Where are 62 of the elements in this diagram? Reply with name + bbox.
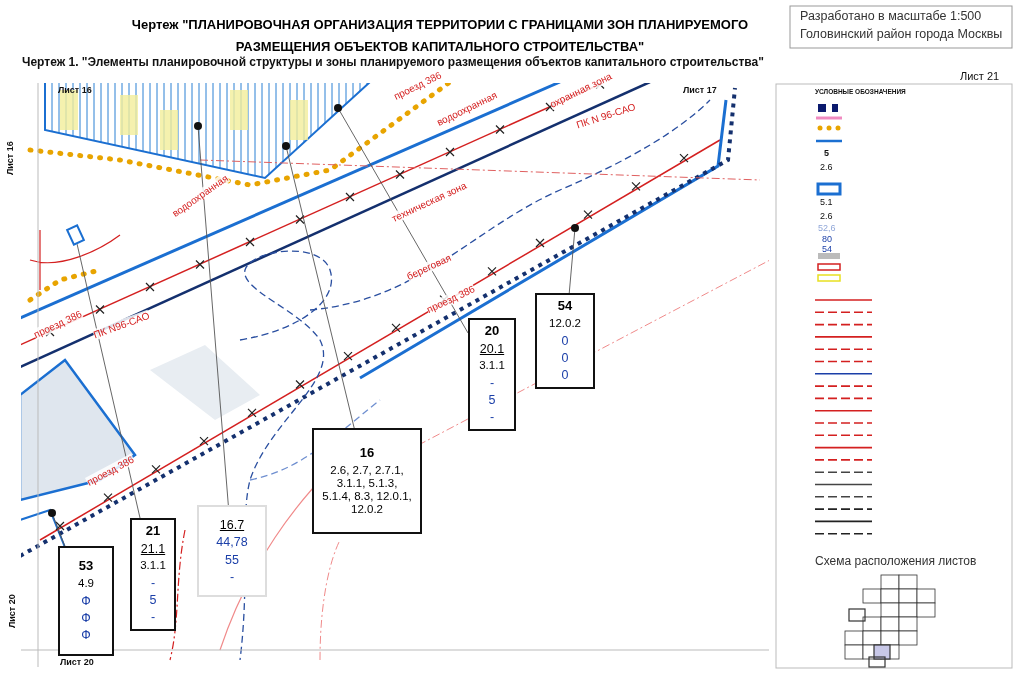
use-code: 4.9 [78, 577, 94, 591]
sheet-number: Лист 21 [960, 70, 1000, 83]
survey-point [334, 104, 342, 112]
zone-number: 54 [557, 299, 573, 315]
parameter-value: - [229, 569, 235, 585]
parameter-value: 0 [561, 368, 569, 383]
leader-line [53, 516, 66, 547]
callout-box [468, 318, 516, 431]
parameter-value: - [150, 575, 156, 590]
survey-point [48, 509, 56, 517]
use-code: 12.0.2 [549, 317, 581, 331]
leader-line [568, 231, 576, 294]
legend-sample-number: 54 [822, 245, 832, 255]
parameter-value: 5 [149, 592, 157, 608]
sheet-reference: Лист 20 [60, 658, 94, 668]
legend-sample-number: 5 [824, 149, 829, 159]
zone-number: 53 [78, 559, 94, 575]
callout-box [58, 546, 114, 656]
legend-sample-number: 80 [822, 235, 832, 245]
scale-note: Разработано в масштабе 1:500 [800, 10, 982, 24]
parameter-value: 0 [561, 333, 569, 348]
legend-heading: Схема расположения листов [815, 555, 977, 569]
use-code: 3.1.1 [140, 559, 166, 573]
callout-box [312, 428, 422, 534]
parameter-value: - [150, 610, 156, 625]
legend-sample-number: 2.6 [820, 212, 833, 222]
zone-number: 16 [359, 445, 375, 461]
leader-line [76, 243, 141, 519]
sheet-reference: Лист 16 [6, 141, 16, 175]
sheet-reference: Лист 17 [683, 86, 717, 96]
parameter-value: 5 [488, 392, 496, 408]
parameter-value: 55 [225, 552, 239, 567]
callout-box [197, 505, 267, 597]
survey-point [194, 122, 202, 130]
parameter-value: 0 [561, 350, 569, 366]
zone-code: 16.7 [219, 517, 245, 533]
subtitle-text: Чертеж 1. "Элементы планировочной структуры и зоны планируемого размещения объектов капитального строительства" [22, 56, 764, 70]
parameter-value: 44,78 [216, 535, 248, 550]
zone-number: 20 [484, 324, 500, 339]
sheet-reference: Лист 20 [8, 594, 18, 628]
sheet-reference: Лист 16 [58, 86, 92, 96]
survey-point [282, 142, 290, 150]
legend-sample-number: 5.1 [820, 198, 833, 208]
leader-line [339, 111, 469, 334]
title-text: Чертеж "ПЛАНИРОВОЧНАЯ ОРГАНИЗАЦИЯ ТЕРРИТОРИИ С ГРАНИЦАМИ ЗОН ПЛАНИРУЕМОГО РАЗМЕЩЕНИЯ ОБЪЕКТОВ КАПИТАЛЬНОГО СТРОИТЕЛЬСТВА" [130, 16, 750, 56]
parameter-value: Ф [81, 610, 91, 626]
use-code: 2.6, 2.7, 2.7.1, 3.1.1, 5.1.3, 5.1.4, 8.3, 12.0.1, 12.0.2 [321, 463, 413, 517]
district-note: Головинский район города Москвы [800, 28, 1003, 42]
legend-sample-number: 2.6 [820, 163, 833, 173]
zone-number: 21 [145, 524, 161, 539]
use-code: 3.1.1 [479, 359, 505, 373]
parameter-value: - [489, 410, 495, 425]
zone-code: 20.1 [479, 341, 505, 357]
parameter-value: Ф [81, 593, 91, 608]
parameter-value: Ф [81, 628, 91, 643]
zone-code: 21.1 [140, 541, 166, 557]
survey-point [571, 224, 579, 232]
callout-box [535, 293, 595, 389]
callout-box [130, 518, 176, 631]
leader-line [286, 149, 355, 429]
legend-sample-number: 52,6 [818, 224, 836, 234]
parameter-value: - [489, 375, 495, 390]
